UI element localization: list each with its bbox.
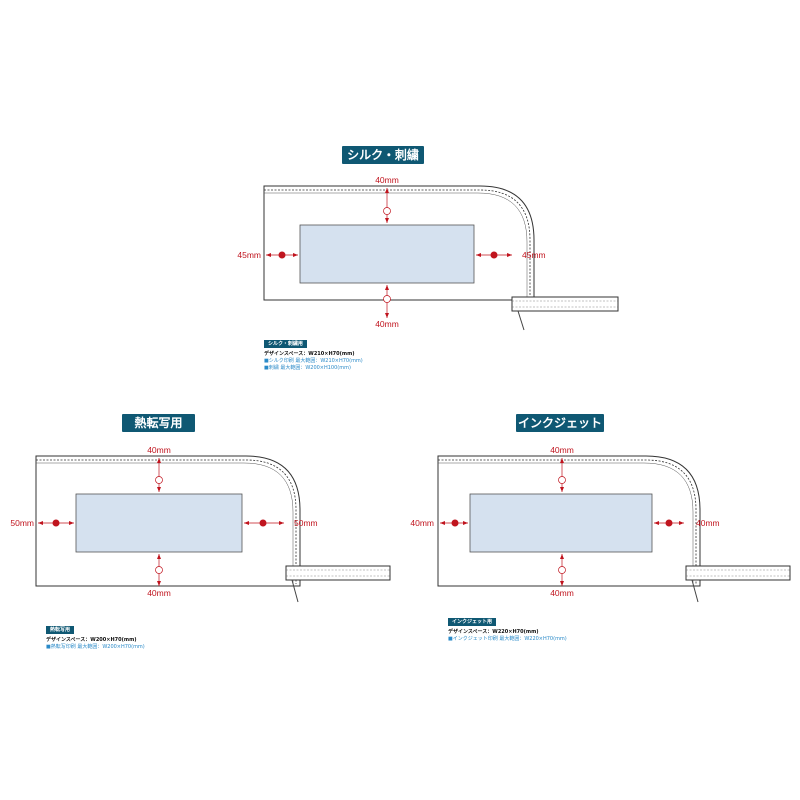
silk-left-marker	[278, 251, 286, 259]
inkjet-left-label: 40mm	[410, 518, 434, 528]
silk-bottom-label: 40mm	[375, 319, 399, 329]
inkjet-top-marker	[558, 476, 566, 484]
inkjet-design-area	[469, 493, 653, 553]
heat-note: 熱転写用 デザインスペース：W200×H70(mm) ■熱転写印刷 最大範囲：W…	[46, 626, 145, 651]
inkjet-right-label: 40mm	[696, 518, 720, 528]
inkjet-top-label: 40mm	[550, 445, 574, 455]
inkjet-strap	[685, 565, 791, 581]
silk-strap	[511, 296, 619, 312]
inkjet-note-tag: インクジェット用	[448, 618, 497, 626]
heat-top-marker	[155, 476, 163, 484]
silk-bottom-marker	[383, 295, 391, 303]
silk-zipper	[264, 189, 531, 298]
silk-top-marker	[383, 207, 391, 215]
heat-right-label: 50mm	[294, 518, 318, 528]
inkjet-left-marker	[451, 519, 459, 527]
silk-top-label: 40mm	[375, 175, 399, 185]
silk-note-tag: シルク・刺繍用	[264, 340, 307, 348]
heat-left-marker	[52, 519, 60, 527]
silk-title-banner: シルク・刺繍用	[342, 146, 424, 180]
silk-note-line1: ■シルク印刷 最大範囲：W210×H70(mm)	[264, 358, 363, 364]
heat-note-tag: 熱転写用	[46, 626, 75, 634]
inkjet-bottom-marker	[558, 566, 566, 574]
heat-top-label: 40mm	[147, 445, 171, 455]
silk-note: シルク・刺繍用 デザインスペース：W210×H70(mm) ■シルク印刷 最大範…	[264, 340, 363, 372]
heat-bottom-marker	[155, 566, 163, 574]
inkjet-note: インクジェット用 デザインスペース：W220×H70(mm) ■インクジェット印…	[448, 618, 567, 643]
heat-left-label: 50mm	[10, 518, 34, 528]
inkjet-title-banner: インクジェット用	[516, 414, 604, 448]
silk-design-space: デザインスペース：W210×H70(mm)	[264, 351, 355, 357]
heat-title-banner: 熱転写用	[122, 414, 195, 432]
silk-left-label: 45mm	[237, 250, 261, 260]
inkjet-bottom-label: 40mm	[550, 588, 574, 598]
inkjet-note-line1: ■インクジェット印刷 最大範囲：W220×H70(mm)	[448, 636, 567, 642]
heat-bottom-label: 40mm	[147, 588, 171, 598]
silk-right-marker	[490, 251, 498, 259]
silk-design-area	[299, 224, 475, 284]
inkjet-design-space: デザインスペース：W220×H70(mm)	[448, 629, 539, 635]
silk-right-label: 45mm	[522, 250, 546, 260]
heat-strap	[285, 565, 391, 581]
heat-right-marker	[259, 519, 267, 527]
heat-note-line1: ■熱転写印刷 最大範囲：W200×H70(mm)	[46, 644, 145, 650]
silk-note-line2: ■刺繍 最大範囲：W200×H100(mm)	[264, 365, 351, 371]
inkjet-right-marker	[665, 519, 673, 527]
heat-design-space: デザインスペース：W200×H70(mm)	[46, 637, 137, 643]
heat-design-area	[75, 493, 243, 553]
